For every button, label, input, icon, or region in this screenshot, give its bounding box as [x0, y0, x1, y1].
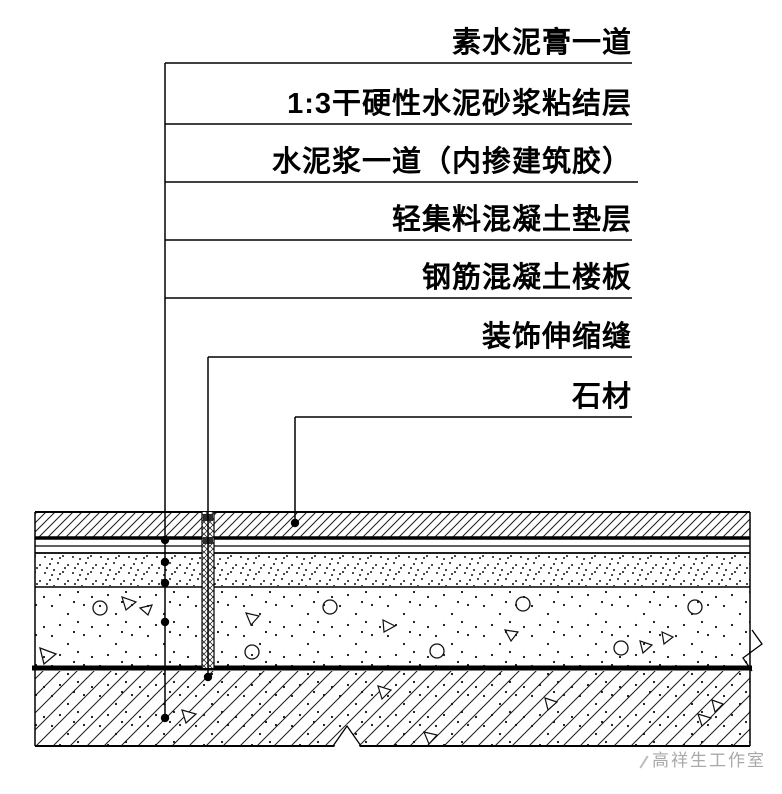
stone-layer	[35, 511, 750, 540]
label-cement-slurry: 水泥浆一道（内掺建筑胶）	[271, 146, 632, 178]
slab-layer	[35, 671, 750, 747]
mortar-layer	[35, 555, 750, 588]
break-marks	[332, 629, 763, 749]
label-bonding-mortar: 1:3干硬性水泥砂浆粘结层	[287, 88, 632, 120]
label-rc-slab: 钢筋混凝土楼板	[421, 262, 632, 294]
label-cement-paste: 素水泥膏一道	[451, 27, 632, 59]
cushion-layer	[32, 588, 752, 671]
watermark-text: 高祥生工作室	[652, 751, 766, 770]
label-concrete-cushion: 轻集料混凝土垫层	[391, 204, 632, 236]
section-edges	[34, 512, 751, 746]
leader-dots	[160, 518, 300, 723]
label-expansion-joint: 装饰伸缩缝	[481, 321, 632, 353]
label-stone: 石材	[571, 381, 632, 413]
thin-bonding-lines	[35, 545, 750, 554]
watermark: 高祥生工作室	[639, 746, 766, 771]
leader-lines	[164, 62, 638, 718]
